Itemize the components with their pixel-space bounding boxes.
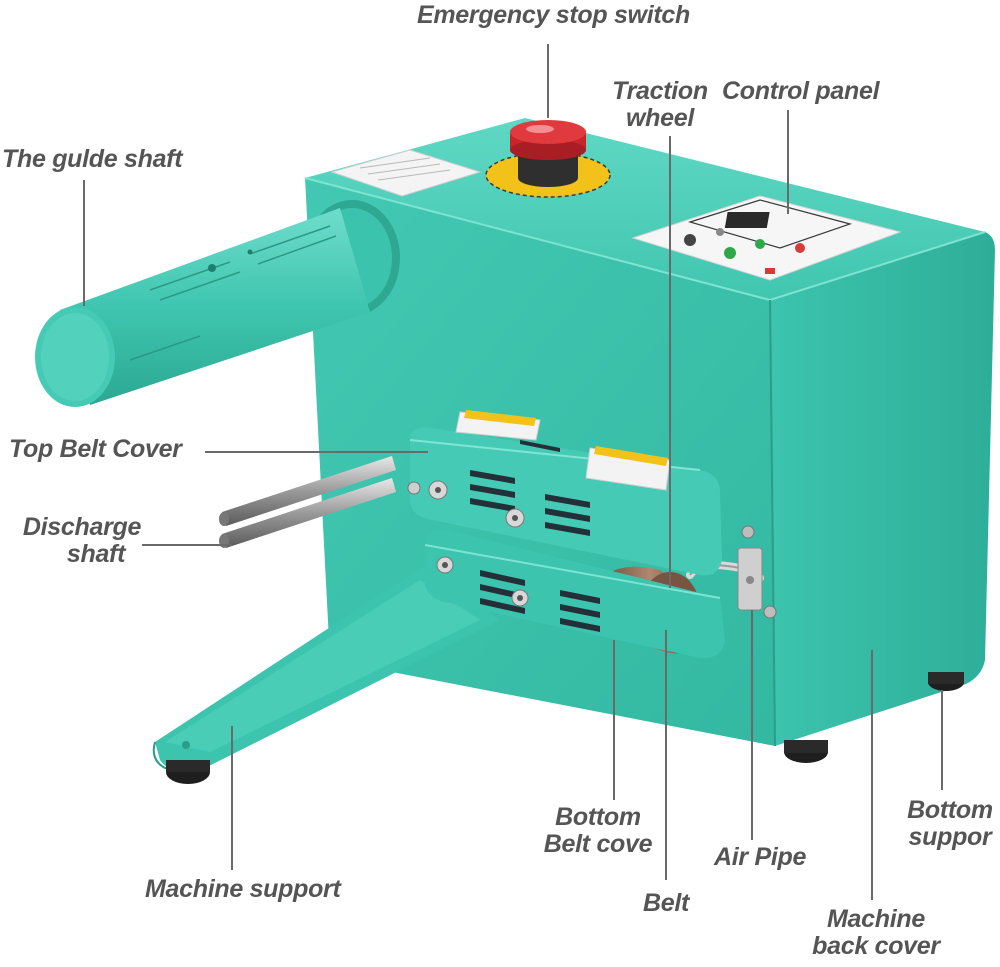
emergency-stop-switch [485,120,611,198]
machine-side-face [770,232,995,746]
label-bottom-belt-cover: Bottom Belt cove [536,804,660,858]
notice-sticker [330,149,482,197]
label-control-panel: Control panel [722,77,880,105]
leader-lines [83,44,943,900]
label-bottom-support-line1: Bottom [907,796,993,824]
label-belt: Belt [643,889,690,917]
label-machine-support: Machine support [145,875,341,903]
label-traction-wheel-line1: Traction [612,77,708,105]
label-bottom-support: Bottom suppor [898,797,1000,851]
label-traction-wheel: Traction wheel [600,78,720,132]
top-belt-cover [407,410,722,576]
bottom-belt-cover [424,529,725,659]
label-bottom-belt-cover-line2: Belt cove [543,830,653,858]
label-guide-shaft: The gulde shaft [2,145,183,173]
guide-shaft [35,200,400,407]
label-bottom-support-line2: suppor [908,823,992,851]
control-panel [631,195,902,281]
discharge-shaft [219,456,396,548]
label-air-pipe: Air Pipe [714,843,807,871]
label-machine-back-cover: Machine back cover [806,906,946,960]
label-top-belt-cover: Top Belt Cover [9,435,182,463]
label-machine-back-cover-line1: Machine [827,905,925,933]
label-machine-back-cover-line2: back cover [812,932,940,960]
label-bottom-belt-cover-line1: Bottom [555,803,641,831]
label-discharge-shaft-line2: shaft [66,540,126,568]
label-discharge-shaft: Discharge shaft [12,514,152,568]
machine-support [152,565,500,784]
label-traction-wheel-line2: wheel [626,104,694,132]
label-discharge-shaft-line1: Discharge [22,513,142,541]
label-emergency-stop-switch: Emergency stop switch [417,1,690,29]
